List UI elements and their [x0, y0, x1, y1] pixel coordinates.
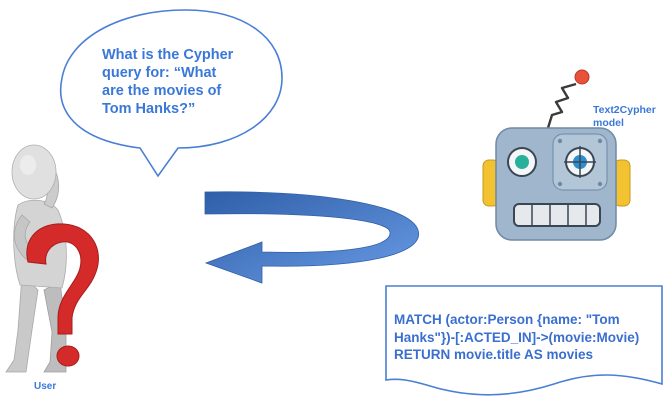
speech-line: Tom Hanks?”	[102, 101, 196, 117]
speech-bubble-text: What is the Cypher query for: “What are …	[102, 46, 302, 118]
speech-line: What is the Cypher	[102, 47, 234, 63]
speech-line: query for: “What	[102, 65, 217, 81]
speech-line: are the movies of	[102, 83, 222, 99]
query-line: Hanks"})-[:ACTED_IN]->(movie:Movie)	[394, 329, 640, 345]
robot-label-line: Text2Cypher	[593, 104, 656, 116]
question-mark-icon	[26, 223, 99, 367]
query-line: RETURN movie.title AS movies	[394, 347, 594, 362]
user-label: User	[34, 381, 57, 392]
robot-icon	[482, 69, 631, 241]
cypher-query-text: MATCH (actor:Person {name: "Tom Hanks"})…	[394, 311, 664, 364]
query-line: MATCH (actor:Person {name: "Tom	[394, 312, 620, 327]
robot-label: Text2Cypher model	[593, 104, 656, 130]
robot-label-line: model	[593, 117, 624, 129]
